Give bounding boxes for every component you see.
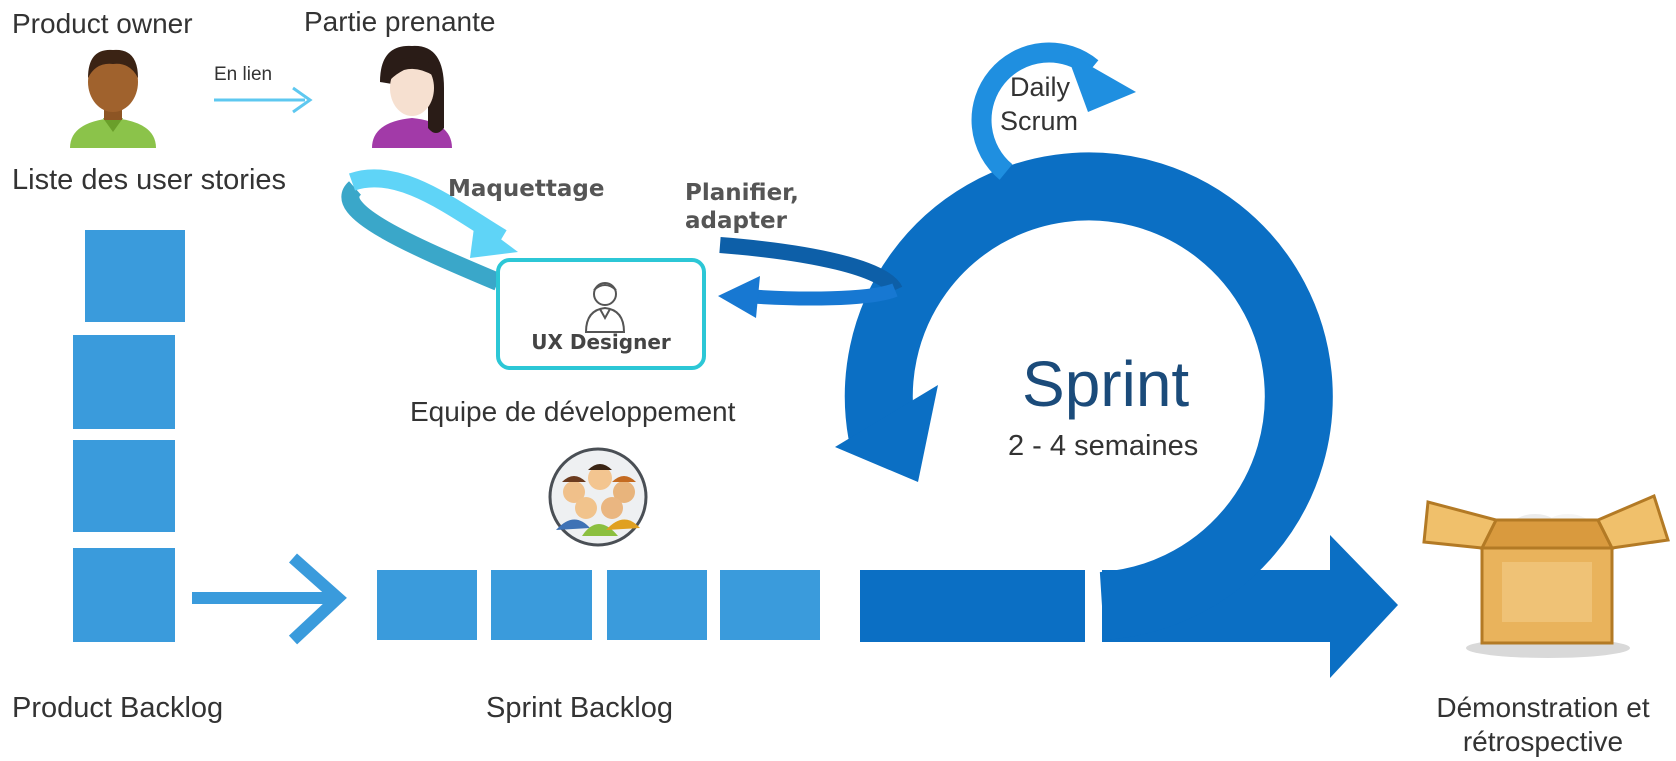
en-lien-arrow: [214, 86, 313, 114]
sprint-backlog-label: Sprint Backlog: [486, 692, 673, 724]
ux-designer-box: UX Designer: [496, 258, 706, 370]
product-owner-label: Product owner: [12, 8, 193, 39]
demo-label-line2: rétrospective: [1462, 726, 1624, 757]
stakeholder-label: Partie prenante: [304, 6, 496, 37]
product-backlog-label: Product Backlog: [12, 692, 224, 724]
backlog-to-sprint-arrow: [192, 553, 347, 645]
daily-scrum-loop: [971, 42, 1136, 180]
sprint-title: Sprint: [1022, 348, 1190, 420]
maquettage-loop: [341, 169, 518, 291]
team-group-icon: [548, 447, 648, 547]
mockup-label: Maquettage: [448, 176, 605, 202]
product-backlog-stack: [73, 230, 185, 642]
man-avatar-icon: [70, 49, 156, 148]
ux-designer-label: UX Designer: [531, 330, 671, 354]
daily-label-line2: Scrum: [1000, 106, 1079, 136]
plan-label-line1: Planifier,: [685, 180, 799, 206]
demo-label-line1: Démonstration et: [1436, 692, 1650, 723]
woman-avatar-icon: [372, 45, 452, 148]
sprint-duration: 2 - 4 semaines: [1008, 430, 1199, 462]
dev-team-label: Equipe de développement: [410, 396, 736, 427]
sprint-cycle: [835, 152, 1333, 640]
link-label: En lien: [214, 64, 273, 85]
open-box-icon: [1422, 493, 1670, 658]
user-stories-label: Liste des user stories: [12, 164, 287, 196]
planifier-arrow: [718, 237, 903, 318]
daily-label-line1: Daily: [1010, 72, 1071, 102]
sprint-backlog-items: [377, 570, 820, 640]
person-outline-icon: [584, 282, 626, 333]
plan-label-line2: adapter: [685, 208, 787, 234]
